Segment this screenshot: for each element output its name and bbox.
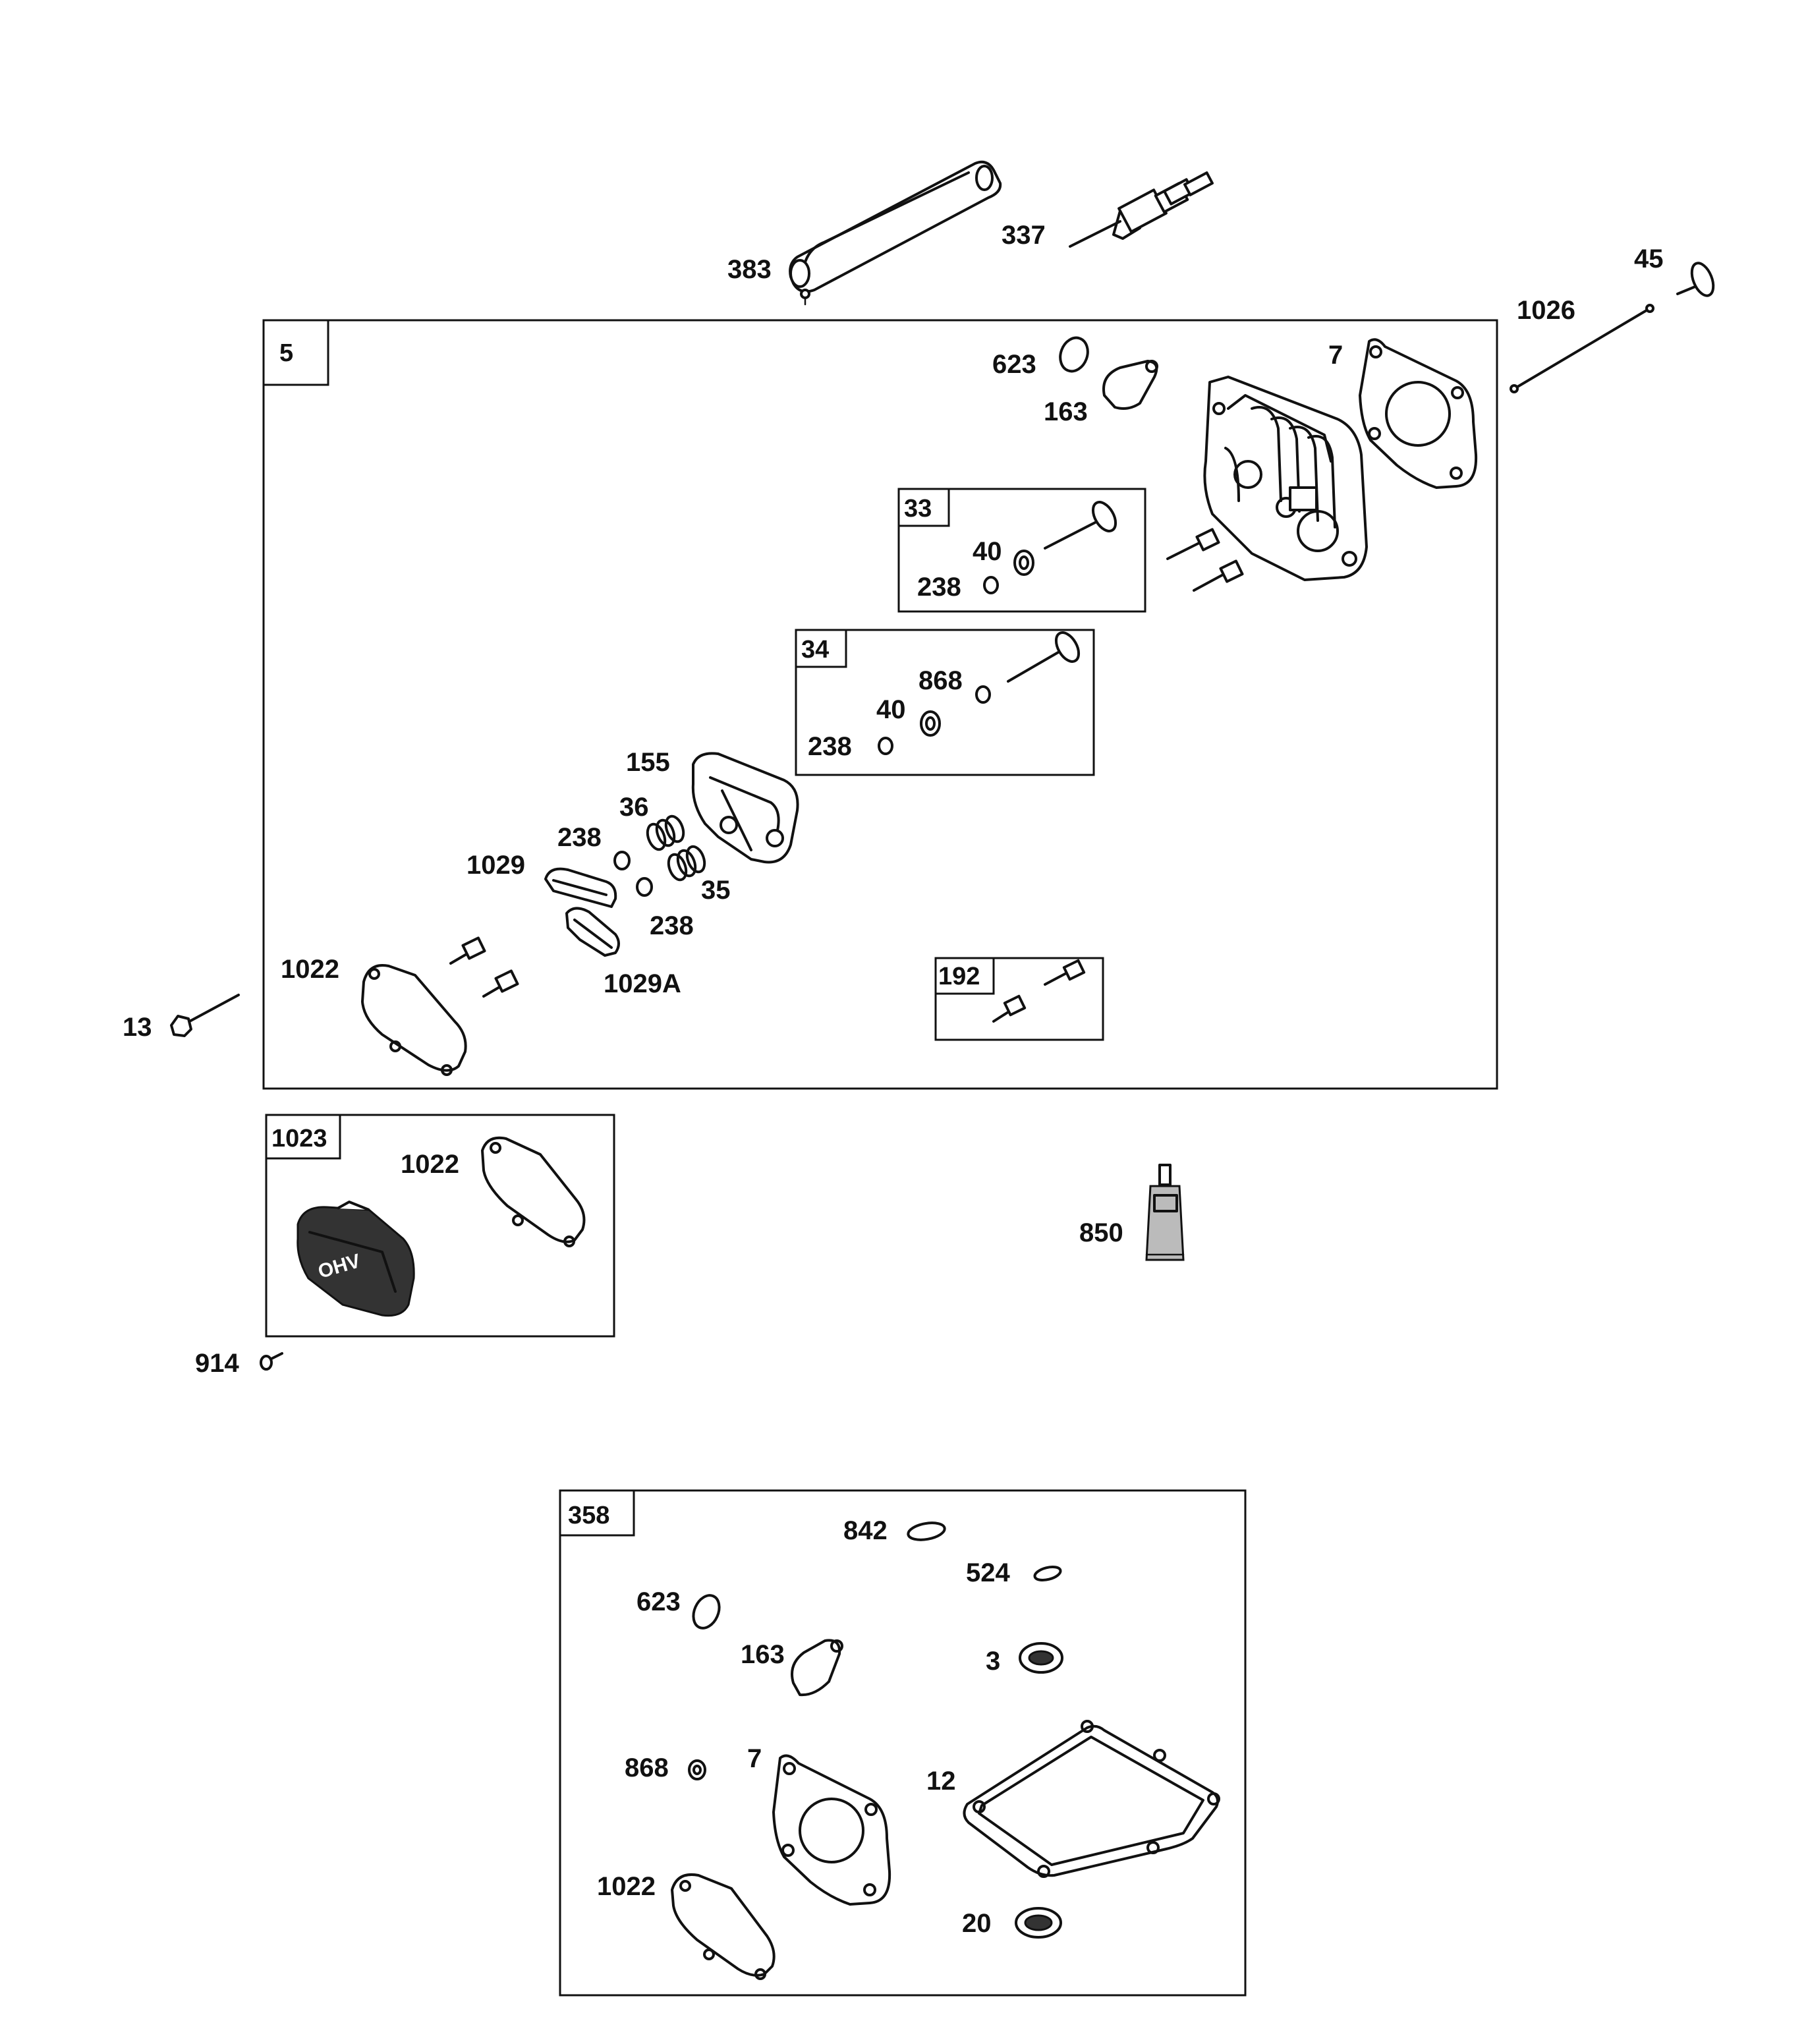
gasket-163-kit-drawing [791,1639,843,1697]
pushrod-1026-drawing [1510,304,1654,393]
tool-383-drawing [789,160,1002,306]
sealant-tube-850-drawing [1145,1164,1185,1261]
label-238-exhaust: 238 [917,573,961,602]
group-box-192: 192 [934,957,1104,1041]
group-5-label: 5 [279,339,293,367]
group-box-5: 5 [262,319,1498,1090]
o-ring-623-drawing [1059,336,1089,373]
dowel-868-drawing [688,1759,706,1780]
label-155: 155 [626,748,670,777]
label-868-kit: 868 [625,1753,669,1782]
screw-914-drawing [260,1352,283,1371]
label-914: 914 [195,1349,239,1378]
rocker-arm-1029-drawing [544,867,617,908]
head-bolts-drawing [1166,528,1244,592]
label-1029a: 1029A [604,969,681,998]
label-623: 623 [992,350,1036,379]
valve-33-drawing [983,501,1117,594]
label-1022-cover: 1022 [401,1150,459,1179]
head-gasket-7-drawing [1359,338,1478,489]
label-868: 868 [918,666,963,695]
label-163-kit: 163 [741,1640,785,1669]
group-box-358: 358 [559,1489,1247,1997]
group-358-label: 358 [568,1502,609,1529]
seal-3-drawing [1019,1642,1063,1674]
label-842: 842 [843,1516,888,1545]
o-ring-623-kit-drawing [692,1594,721,1630]
gasket-163-drawing [1102,360,1158,410]
label-1022-kit: 1022 [597,1872,656,1901]
label-850: 850 [1079,1218,1123,1247]
label-13: 13 [123,1013,152,1042]
o-ring-524-drawing [1033,1566,1062,1581]
label-1029: 1029 [466,851,525,880]
group-34-label: 34 [801,636,829,664]
head-gasket-7-kit-drawing [772,1754,891,1906]
label-40-intake: 40 [876,695,906,724]
sump-gasket-12-drawing [963,1720,1220,1878]
bolt-13-drawing [170,994,240,1037]
caps-238-drawing [613,851,653,897]
group-box-33: 33 [897,488,1146,613]
label-20: 20 [962,1909,992,1938]
label-1026: 1026 [1517,296,1575,325]
rocker-arm-1029a-drawing [565,907,620,957]
valve-34-drawing [878,631,1081,755]
label-12: 12 [926,1767,956,1796]
group-33-label: 33 [904,495,932,523]
group-box-1023: 1023 [265,1114,615,1338]
label-3: 3 [986,1647,1000,1676]
label-623-kit: 623 [636,1587,681,1616]
o-ring-842-drawing [907,1521,946,1541]
label-238-intake: 238 [808,732,852,761]
gasket-1022b-drawing [481,1136,586,1247]
seal-20-drawing [1015,1907,1062,1939]
rocker-cover-1023-drawing: OHV [297,1201,415,1317]
callout-labels: 383 337 45 1026 623 163 7 40 238 868 40 … [123,221,1664,1938]
label-45: 45 [1634,244,1664,273]
gasket-1022-kit-drawing [671,1873,776,1980]
label-36: 36 [619,793,649,822]
pin-45-drawing [1676,262,1715,297]
label-383: 383 [727,255,772,284]
spark-plug-337-drawing [1069,171,1214,248]
gasket-1022-drawing [361,964,467,1076]
group-box-34: 34 [795,629,1095,776]
spring-35-drawing [667,845,706,882]
label-163: 163 [1044,397,1088,426]
label-1022: 1022 [281,955,339,984]
label-40-exhaust: 40 [973,537,1002,566]
spring-36-drawing [646,814,685,851]
rocker-plate-155-drawing [691,752,799,864]
label-238-upper: 238 [557,823,602,852]
label-35: 35 [701,876,731,905]
label-337: 337 [1002,221,1046,250]
label-7: 7 [1328,341,1343,370]
cylinder-head-drawing [1203,376,1368,581]
screws-192-drawing [992,959,1086,1023]
label-238-lower: 238 [650,911,694,940]
label-524: 524 [966,1558,1010,1587]
label-7-kit: 7 [747,1744,762,1773]
adjusters-drawing [449,936,519,998]
group-192-label: 192 [938,963,980,990]
group-1023-label: 1023 [271,1125,327,1152]
